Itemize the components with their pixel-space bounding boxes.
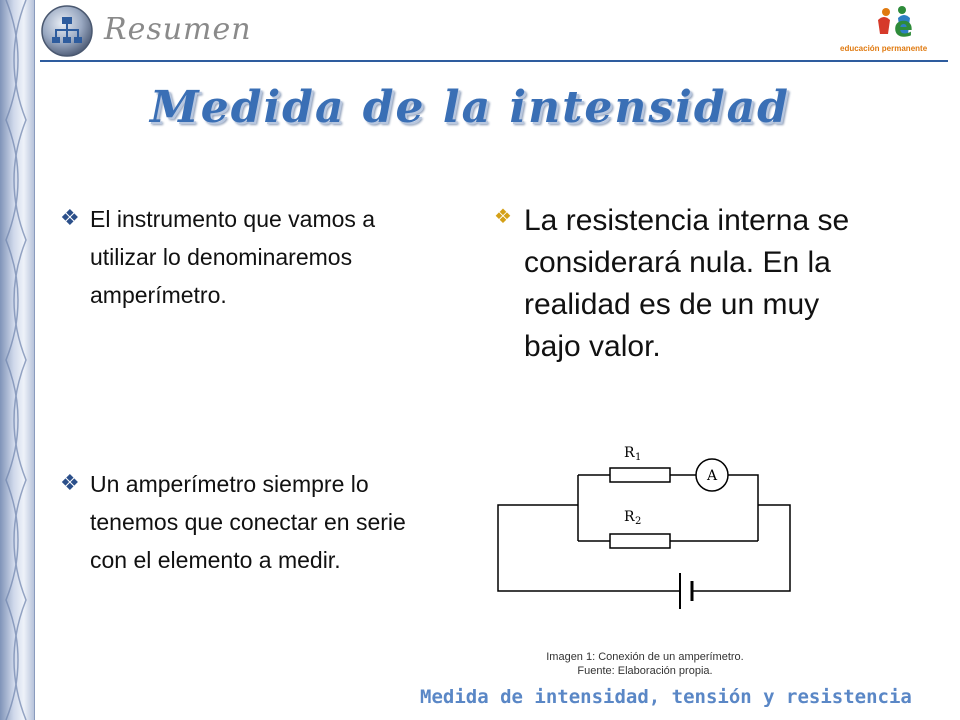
logo-letter: e xyxy=(894,10,913,43)
resistor-r2 xyxy=(609,533,671,549)
bullet-text: El instrumento que vamos a utilizar lo d… xyxy=(90,206,376,308)
bullet-resistance: ❖ La resistencia interna se considerará … xyxy=(494,200,884,368)
r1-subscript: 1 xyxy=(635,452,641,463)
r2-subscript: 2 xyxy=(635,516,641,527)
bullet-text: Un amperímetro siempre lo tenemos que co… xyxy=(90,471,406,573)
educacion-permanente-logo: e xyxy=(844,4,950,60)
diamond-bullet-icon: ❖ xyxy=(494,206,512,228)
ammeter-label: A xyxy=(706,468,718,484)
sitemap-icon xyxy=(40,4,94,58)
footer-title: Medida de intensidad, tensión y resisten… xyxy=(420,686,912,708)
logo-text: educación permanente xyxy=(840,44,928,53)
header-divider xyxy=(40,60,948,62)
bullet-series: ❖ Un amperímetro siempre lo tenemos que … xyxy=(60,465,410,579)
circuit-diagram: R 1 R 2 A xyxy=(497,445,791,609)
diamond-bullet-icon: ❖ xyxy=(60,470,80,495)
caption-line-1: Imagen 1: Conexión de un amperímetro. xyxy=(546,651,744,663)
bullet-instrument: ❖ El instrumento que vamos a utilizar lo… xyxy=(60,200,380,314)
ammeter-icon xyxy=(695,458,729,492)
decorative-left-border xyxy=(0,0,35,720)
diamond-bullet-icon: ❖ xyxy=(60,205,80,230)
bullet-text: La resistencia interna se considerará nu… xyxy=(524,204,850,363)
figure-caption: Imagen 1: Conexión de un amperímetro. Fu… xyxy=(500,650,790,678)
r2-label: R xyxy=(624,509,635,525)
r1-label: R xyxy=(624,445,635,461)
header-title: Resumen xyxy=(104,12,252,47)
caption-line-2: Fuente: Elaboración propia. xyxy=(577,665,713,677)
page-title: Medida de la intensidad xyxy=(150,82,790,133)
resistor-r1 xyxy=(609,467,671,483)
